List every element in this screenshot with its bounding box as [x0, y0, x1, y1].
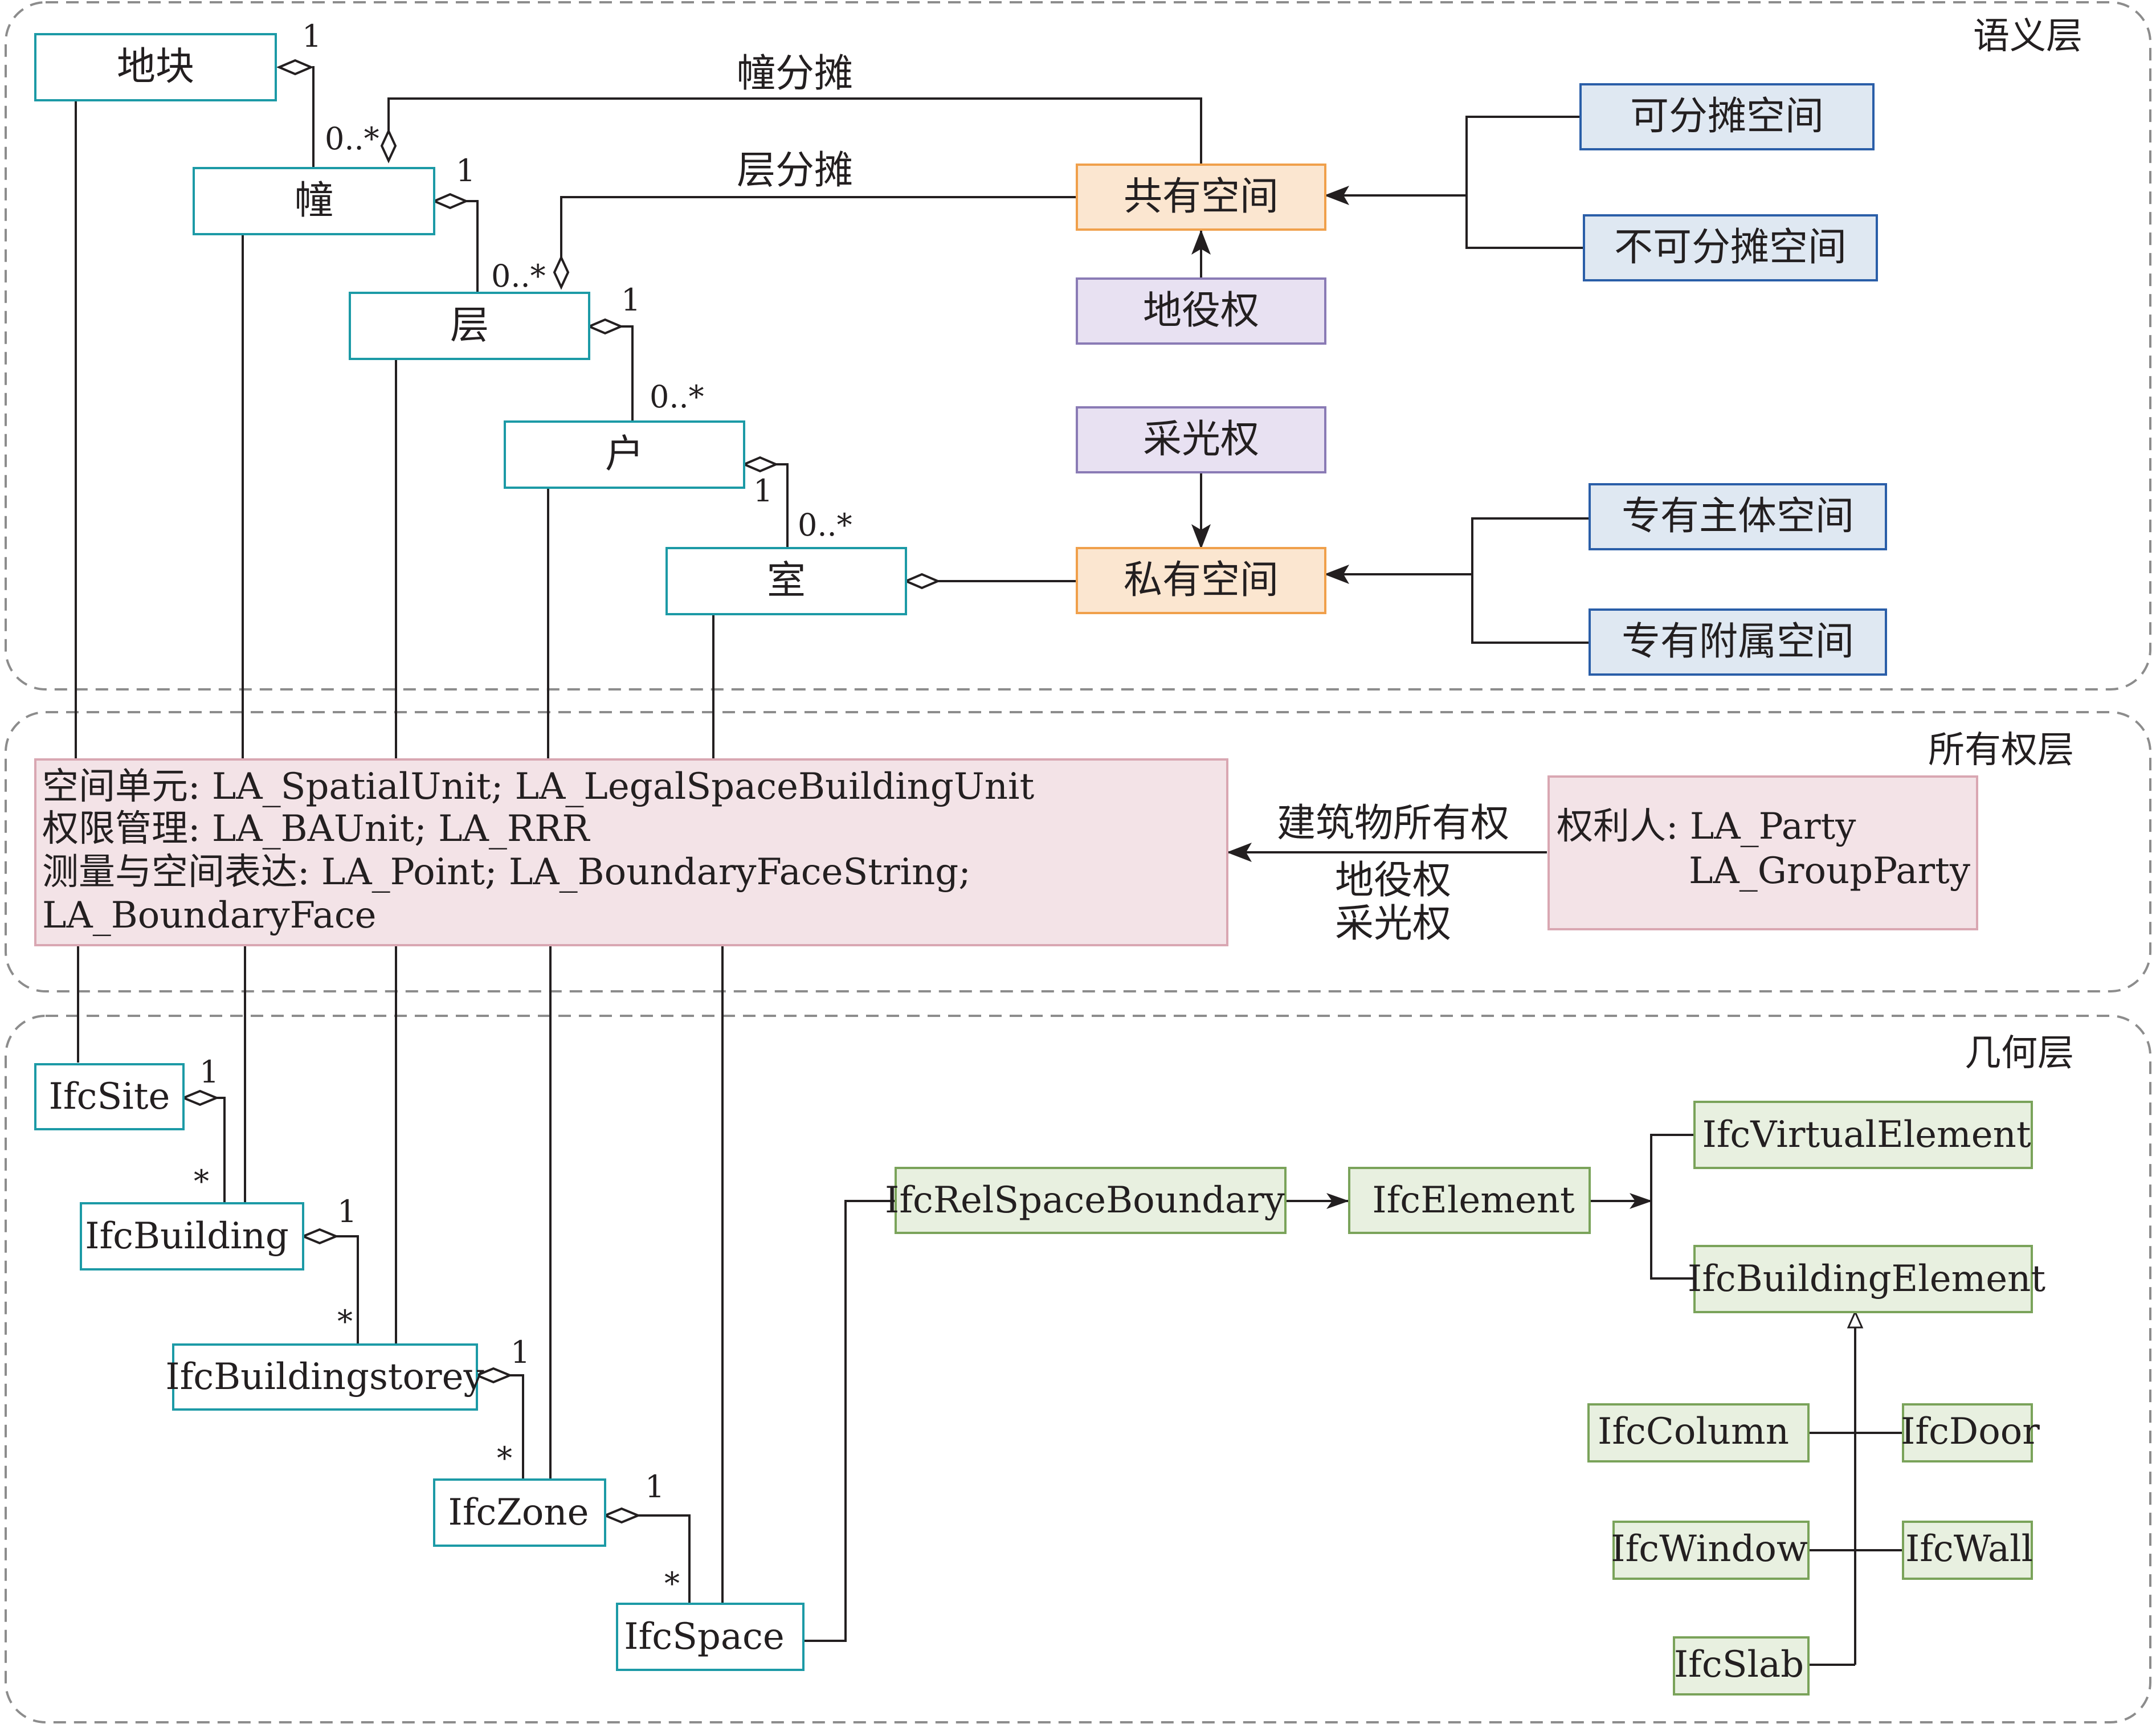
- ifcwindow-label: IfcWindow: [1611, 1528, 1807, 1570]
- apportionable-label: 可分摊空间: [1630, 94, 1824, 139]
- light-right-box[interactable]: 采光权: [1076, 406, 1326, 473]
- aggregation-diamonds: [276, 59, 941, 590]
- geometry-layer-title: 几何层: [1965, 1032, 2074, 1075]
- ifcslab-label: IfcSlab: [1674, 1644, 1804, 1686]
- party-line-1: 权利人: LA_Party: [1557, 806, 1856, 848]
- room-label: 室: [767, 558, 806, 603]
- rel-easement: 地役权: [1335, 858, 1451, 903]
- ladm-line-2: 权限管理: LA_BAUnit; LA_RRR: [42, 808, 590, 850]
- mult-building-0n: 0..*: [325, 121, 379, 157]
- mult-floor-0n: 0..*: [491, 258, 546, 294]
- ownership-layer-frame: [5, 711, 2151, 992]
- building-apportion-label: 幢分摊: [737, 51, 853, 96]
- non-apportionable-box[interactable]: 不可分摊空间: [1583, 214, 1878, 281]
- floor-apportion-label: 层分摊: [737, 148, 853, 193]
- ifcbuildingstorey-box[interactable]: IfcBuildingstorey: [165, 1343, 484, 1411]
- mult-site-1: 1: [199, 1054, 219, 1090]
- geometry-layer-frame: [5, 1015, 2151, 1723]
- ifcvirtualelement-label: IfcVirtualElement: [1702, 1114, 2031, 1156]
- party-box[interactable]: 权利人: LA_Party LA_GroupParty: [1547, 775, 1978, 930]
- rel-light-right: 采光权: [1335, 901, 1451, 946]
- geometry-diamonds: [180, 1089, 642, 1524]
- ifccolumn-label: IfcColumn: [1598, 1411, 1789, 1453]
- household-label: 户: [605, 432, 644, 477]
- ifcsite-label: IfcSite: [49, 1076, 170, 1118]
- party-line-2: LA_GroupParty: [1689, 850, 1970, 892]
- ifcwall-box[interactable]: IfcWall: [1902, 1521, 2033, 1580]
- mult-storey-many: *: [337, 1304, 353, 1339]
- ifczone-label: IfcZone: [448, 1492, 589, 1534]
- mult-household-0n: 0..*: [650, 379, 704, 415]
- floor-box[interactable]: 层: [349, 292, 590, 360]
- ifcwindow-box[interactable]: IfcWindow: [1611, 1521, 1810, 1580]
- ifcbuilding-label: IfcBuilding: [85, 1215, 289, 1257]
- ladm-line-4: LA_BoundaryFace: [42, 894, 377, 937]
- mult-storey-1: 1: [511, 1334, 530, 1370]
- mult-parcel-1: 1: [302, 18, 321, 54]
- private-space-box[interactable]: 私有空间: [1076, 547, 1326, 614]
- mult-building-1: 1: [456, 153, 475, 189]
- apportionable-box[interactable]: 可分摊空间: [1579, 83, 1875, 150]
- ifcbuildingelement-box[interactable]: IfcBuildingElement: [1688, 1245, 2045, 1313]
- exclusive-main-label: 专有主体空间: [1622, 494, 1854, 539]
- exclusive-attached-box[interactable]: 专有附属空间: [1589, 608, 1887, 676]
- ownership-layer-title: 所有权层: [1928, 729, 2074, 771]
- shared-space-label: 共有空间: [1124, 174, 1279, 219]
- shared-space-box[interactable]: 共有空间: [1076, 164, 1326, 231]
- exclusive-attached-label: 专有附属空间: [1622, 619, 1854, 664]
- building-box[interactable]: 幢: [193, 167, 435, 235]
- ifcdoor-box[interactable]: IfcDoor: [1901, 1403, 2040, 1462]
- room-box[interactable]: 室: [665, 547, 907, 615]
- ifcelement-box[interactable]: IfcElement: [1348, 1167, 1591, 1234]
- ifczone-box[interactable]: IfcZone: [433, 1478, 606, 1547]
- exclusive-main-box[interactable]: 专有主体空间: [1589, 483, 1887, 550]
- mult-zone-many: *: [497, 1440, 512, 1476]
- ladm-line-1: 空间单元: LA_SpatialUnit; LA_LegalSpaceBuild…: [42, 766, 1034, 808]
- ifcrelspaceboundary-label: IfcRelSpaceBoundary: [885, 1179, 1285, 1221]
- ifcspace-label: IfcSpace: [624, 1616, 785, 1658]
- non-apportionable-label: 不可分摊空间: [1614, 225, 1847, 270]
- ifcsite-box[interactable]: IfcSite: [34, 1063, 185, 1130]
- building-label: 幢: [295, 178, 333, 223]
- ifcbuildingelement-label: IfcBuildingElement: [1688, 1258, 2045, 1300]
- ifcslab-box[interactable]: IfcSlab: [1673, 1636, 1810, 1696]
- parcel-label: 地块: [117, 44, 194, 89]
- geometry-connectors: [217, 1097, 1903, 1666]
- ifccolumn-box[interactable]: IfcColumn: [1587, 1403, 1810, 1462]
- mult-floor-1: 1: [621, 282, 640, 318]
- ladm-box[interactable]: 空间单元: LA_SpatialUnit; LA_LegalSpaceBuild…: [34, 758, 1228, 946]
- ifcbuilding-box[interactable]: IfcBuilding: [80, 1202, 304, 1270]
- mult-room-0n: 0..*: [798, 507, 852, 543]
- parcel-box[interactable]: 地块: [34, 33, 277, 101]
- mult-zone-1: 1: [645, 1469, 664, 1505]
- mult-ifcbuilding-1: 1: [337, 1194, 357, 1229]
- semantic-layer-frame: [5, 1, 2151, 691]
- ifcelement-label: IfcElement: [1372, 1179, 1575, 1221]
- household-box[interactable]: 户: [504, 420, 745, 489]
- mult-household-1: 1: [753, 473, 773, 509]
- inheritance-triangle: [1847, 1310, 1864, 1329]
- ifcdoor-label: IfcDoor: [1901, 1411, 2040, 1453]
- mult-space-many: *: [664, 1566, 680, 1602]
- ifcspace-box[interactable]: IfcSpace: [616, 1603, 805, 1671]
- semantic-layer-title: 语义层: [1973, 15, 2082, 58]
- generalization-arrows: [1191, 116, 1590, 862]
- light-right-label: 采光权: [1143, 417, 1259, 462]
- ifcrelspaceboundary-box[interactable]: IfcRelSpaceBoundary: [885, 1167, 1287, 1234]
- easement-box[interactable]: 地役权: [1076, 277, 1326, 345]
- ladm-line-3: 测量与空间表达: LA_Point; LA_BoundaryFaceString…: [42, 851, 971, 893]
- rel-building-ownership: 建筑物所有权: [1277, 801, 1509, 846]
- ifcbuildingstorey-label: IfcBuildingstorey: [165, 1356, 484, 1398]
- ifcwall-label: IfcWall: [1905, 1528, 2033, 1570]
- floor-label: 层: [450, 303, 489, 348]
- easement-label: 地役权: [1143, 288, 1259, 333]
- mult-building-many: *: [194, 1163, 209, 1199]
- ifcvirtualelement-box[interactable]: IfcVirtualElement: [1693, 1101, 2033, 1169]
- private-space-label: 私有空间: [1124, 558, 1279, 603]
